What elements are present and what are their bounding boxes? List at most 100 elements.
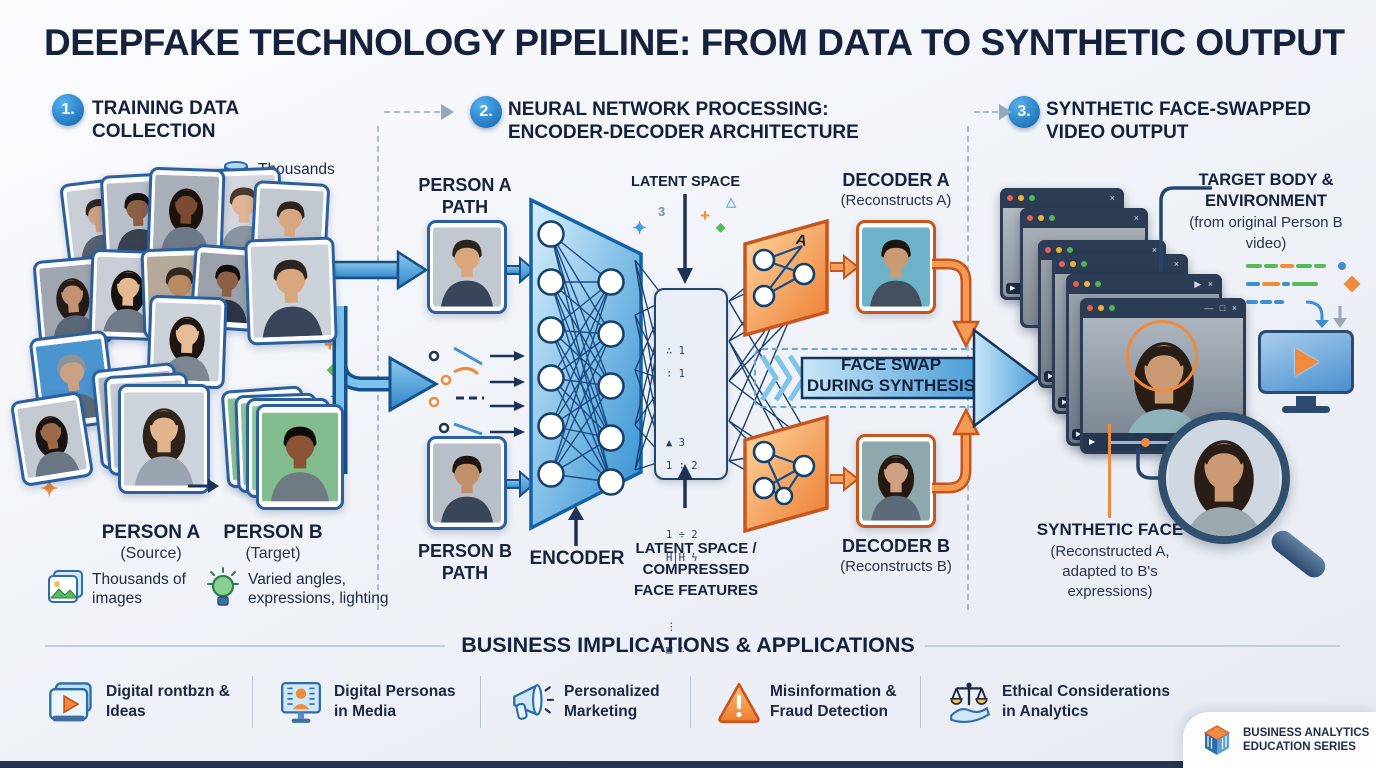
video-card-icon bbox=[49, 682, 92, 722]
application-label: Ideas bbox=[106, 703, 146, 720]
latent-up-arrow bbox=[677, 464, 693, 508]
step-3-badge: 3. bbox=[1008, 96, 1040, 128]
front-video-window: — □ × ▶ bbox=[1080, 298, 1246, 454]
scales-icon bbox=[950, 682, 991, 723]
person-a-front-card bbox=[118, 384, 210, 494]
sparkle-decoration: ✦ bbox=[632, 218, 648, 238]
decoder-a-block bbox=[743, 218, 829, 338]
decoder-b-output-photo bbox=[856, 434, 936, 528]
step-1-title-line1: TRAINING DATA bbox=[92, 98, 240, 119]
application-label: in Media bbox=[334, 703, 397, 720]
item-separator bbox=[480, 676, 481, 728]
feature-scatter bbox=[428, 346, 525, 437]
application-label: Marketing bbox=[564, 703, 638, 720]
step-1-title-line2: COLLECTION bbox=[92, 121, 216, 142]
magnifier-lens bbox=[1158, 412, 1290, 544]
synthetic-face-zoom bbox=[1162, 418, 1286, 544]
step-2-title: NEURAL NETWORK PROCESSING: ENCODER-DECOD… bbox=[508, 98, 859, 144]
lightbulb-icon bbox=[207, 567, 239, 606]
photo-card bbox=[9, 390, 95, 488]
application-label: Digital Personas bbox=[334, 683, 456, 700]
decoder-b-sublabel: (Reconstructs B) bbox=[840, 558, 952, 575]
person-a-sublabel: (Source) bbox=[120, 545, 182, 562]
arrow-b-to-encoder bbox=[506, 470, 536, 498]
face-swap-arrow bbox=[800, 327, 1041, 429]
decoder-a-out-arrow bbox=[830, 254, 860, 280]
decoder-a-sublabel: (Reconstructs A) bbox=[840, 192, 952, 209]
divider-line-right bbox=[925, 645, 1340, 647]
decoder-a-label: DECODER A bbox=[842, 170, 950, 190]
encoder-label: ENCODER bbox=[529, 548, 625, 569]
seek-knob bbox=[1141, 438, 1150, 447]
item-separator bbox=[690, 676, 691, 728]
legend-varied: Varied angles, expressions, lighting bbox=[248, 571, 389, 607]
synthetic-callout-line bbox=[1108, 424, 1111, 518]
decoder-a-label-group: DECODER A (Reconstructs A) bbox=[838, 170, 954, 211]
step-2-title-line2: ENCODER-DECODER ARCHITECTURE bbox=[508, 122, 859, 143]
photo-card bbox=[244, 236, 338, 346]
connector-arrowhead bbox=[999, 104, 1012, 120]
data-stream-decoration bbox=[1246, 262, 1361, 328]
decoder-b-out-arrow bbox=[830, 466, 860, 492]
persona-monitor-icon bbox=[281, 681, 321, 723]
page-title: DEEPFAKE TECHNOLOGY PIPELINE: FROM DATA … bbox=[44, 22, 1345, 63]
step-3-title: SYNTHETIC FACE-SWAPPED VIDEO OUTPUT bbox=[1046, 98, 1311, 144]
person-b-label: PERSON B bbox=[223, 522, 323, 543]
application-item: Digital rontbzn & Ideas bbox=[106, 682, 230, 722]
number-decoration: 3 bbox=[658, 204, 666, 219]
face-highlight-ring bbox=[1126, 320, 1198, 392]
swap-in-arrow-b bbox=[932, 407, 981, 494]
step-1-title: TRAINING DATA COLLECTION bbox=[92, 97, 239, 143]
item-separator bbox=[252, 676, 253, 728]
synthetic-label-group: SYNTHETIC FACE (Reconstructed A, adapted… bbox=[1030, 520, 1190, 602]
person-a-path-label: PERSON A PATH bbox=[418, 175, 512, 217]
brand-logo-icon bbox=[1203, 725, 1231, 755]
monitor-icon bbox=[1258, 330, 1354, 394]
target-label-group: TARGET BODY & ENVIRONMENT (from original… bbox=[1180, 170, 1352, 254]
brand-badge-text: BUSINESS ANALYTICS EDUCATION SERIES bbox=[1243, 726, 1369, 754]
legend-images: Thousands of images bbox=[92, 571, 186, 607]
application-label: Fraud Detection bbox=[770, 703, 888, 720]
brand-line1: BUSINESS ANALYTICS bbox=[1243, 727, 1370, 739]
image-stack-icon bbox=[48, 570, 83, 603]
target-label-line1: TARGET BODY & bbox=[1198, 171, 1334, 189]
encoder-network bbox=[529, 197, 643, 531]
decoder-a-output-photo bbox=[856, 220, 936, 314]
bottom-strip bbox=[0, 761, 1376, 768]
synthetic-sublabel: (Reconstructed A, adapted to B's express… bbox=[1050, 543, 1170, 600]
brand-badge: BUSINESS ANALYTICS EDUCATION SERIES bbox=[1183, 712, 1376, 768]
plus-decoration: + bbox=[324, 334, 336, 356]
target-sublabel: (from original Person B video) bbox=[1189, 214, 1343, 252]
encoder-pointer-arrow bbox=[568, 506, 584, 546]
application-label: Personalized bbox=[564, 683, 660, 700]
megaphone-icon bbox=[513, 684, 554, 720]
step-3-title-line1: SYNTHETIC FACE-SWAPPED bbox=[1046, 99, 1311, 120]
divider-line-left bbox=[45, 645, 445, 647]
divider-1-2 bbox=[377, 126, 379, 610]
latent-space-label: LATENT SPACE bbox=[630, 174, 741, 190]
synthetic-label: SYNTHETIC FACE bbox=[1036, 520, 1184, 539]
triangle-decoration: △ bbox=[726, 194, 736, 209]
application-item: Ethical Considerations in Analytics bbox=[1002, 682, 1170, 722]
step-1-badge: 1. bbox=[52, 94, 84, 126]
application-label: Ethical Considerations bbox=[1002, 683, 1170, 700]
person-a-path-photo bbox=[427, 220, 507, 314]
decoder-b-label-group: DECODER B (Reconstructs B) bbox=[838, 536, 954, 577]
step-3-title-line2: VIDEO OUTPUT bbox=[1046, 122, 1189, 143]
decoder-b-block bbox=[743, 414, 829, 534]
person-b-front-card bbox=[256, 404, 344, 510]
connector-to-step3 bbox=[974, 111, 998, 113]
application-label: in Analytics bbox=[1002, 703, 1089, 720]
application-item: Digital Personas in Media bbox=[334, 682, 455, 722]
item-separator bbox=[920, 676, 921, 728]
connector-arrowhead bbox=[441, 104, 454, 120]
encoder-latent-links bbox=[634, 259, 667, 471]
person-b-path-photo bbox=[427, 436, 507, 530]
swap-in-arrow-a bbox=[932, 258, 981, 349]
person-b-sublabel: (Target) bbox=[245, 545, 301, 562]
target-bracket bbox=[1159, 186, 1212, 272]
